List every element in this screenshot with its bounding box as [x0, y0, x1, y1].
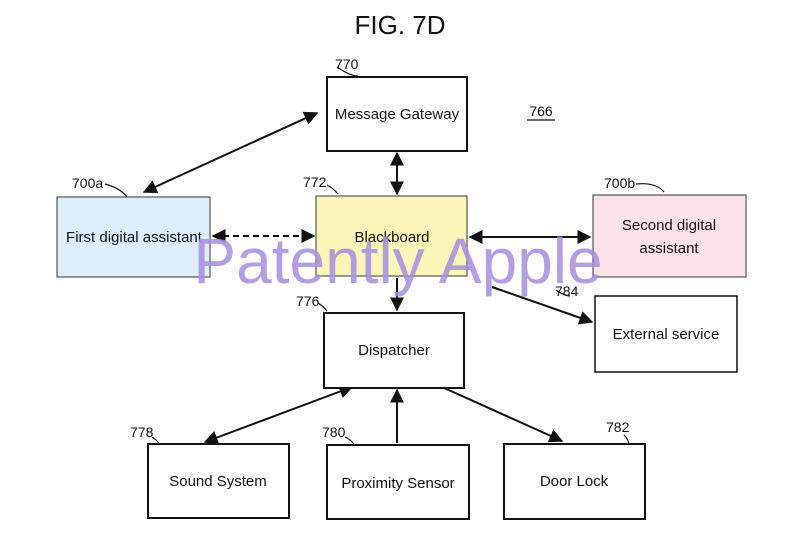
door-lock-node: Door Lock 782: [504, 419, 645, 519]
dispatcher-label: Dispatcher: [358, 342, 430, 359]
proximity-sensor-node: Proximity Sensor 780: [322, 424, 469, 519]
blackboard-ref: 772: [303, 174, 327, 190]
proximity-sensor-ref: 780: [322, 424, 346, 440]
dispatcher-node: Dispatcher 776: [296, 293, 464, 388]
dispatcher-door-lock-arrow: [442, 387, 562, 441]
message-gateway-node: Message Gateway 770: [327, 56, 467, 151]
system-ref: 766: [529, 103, 553, 119]
figure-title: FIG. 7D: [354, 10, 445, 40]
door-lock-label: Door Lock: [540, 473, 609, 490]
first-assistant-node: First digital assistant 700a: [57, 175, 210, 277]
first-assistant-ref: 700a: [72, 175, 103, 191]
leader-700a: [105, 184, 127, 197]
second-assistant-node: Second digital assistant 700b: [593, 175, 746, 277]
second-assistant-label-line1: Second digital: [622, 217, 716, 234]
gateway-first-assistant-arrow: [144, 113, 317, 192]
leader-700b: [636, 184, 664, 192]
first-assistant-label: First digital assistant: [66, 229, 203, 246]
sound-system-ref: 778: [130, 424, 154, 440]
sound-system-label: Sound System: [169, 473, 267, 490]
external-service-label: External service: [613, 326, 720, 343]
second-assistant-label-line2: assistant: [639, 240, 699, 257]
leader-772: [327, 185, 338, 194]
message-gateway-label: Message Gateway: [335, 106, 460, 123]
second-assistant-ref: 700b: [604, 175, 635, 191]
message-gateway-ref: 770: [335, 56, 359, 72]
door-lock-ref: 782: [606, 419, 630, 435]
watermark-text: Patently Apple: [193, 225, 602, 297]
proximity-sensor-label: Proximity Sensor: [341, 475, 454, 492]
second-assistant-box: [593, 195, 746, 277]
